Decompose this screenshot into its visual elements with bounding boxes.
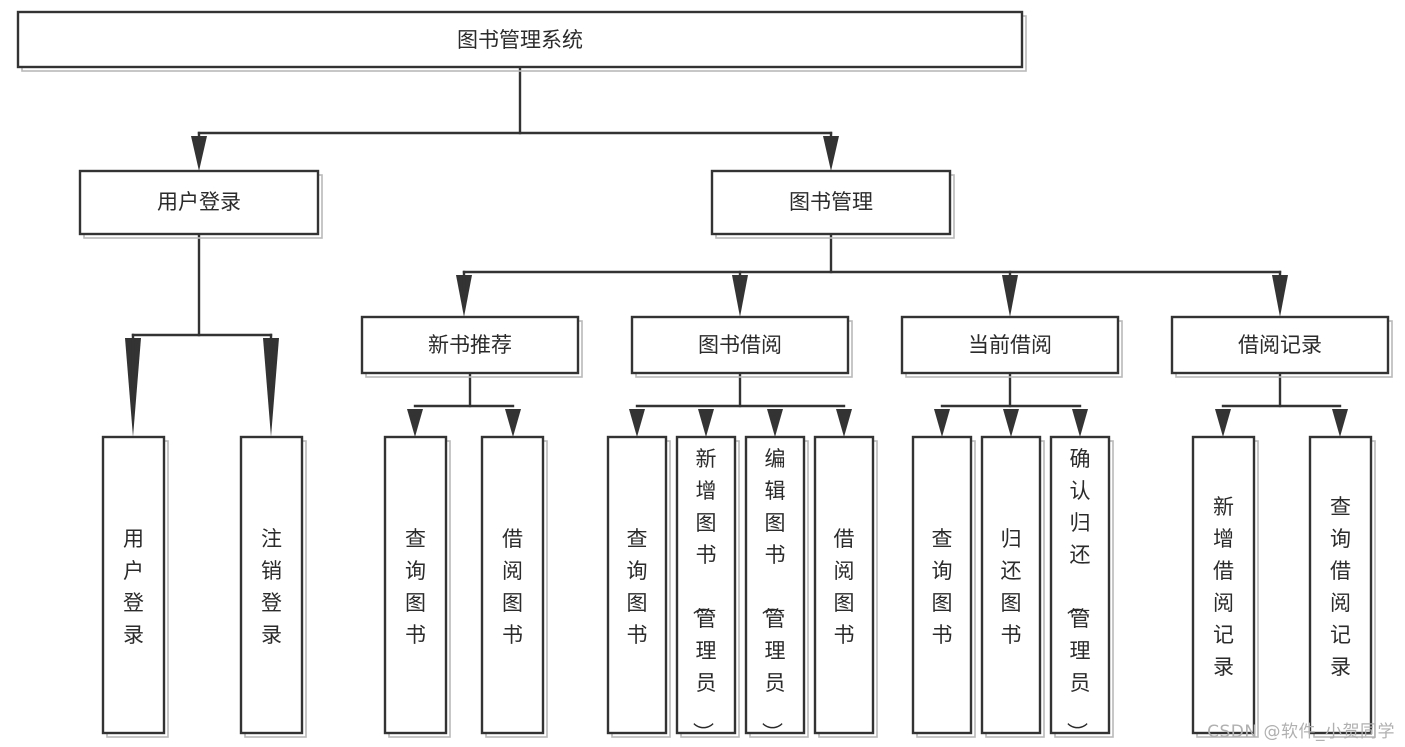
node-leaf-add-book-box: [675, 435, 737, 735]
node-borrow-record-label: 借阅记录: [1238, 333, 1322, 357]
arrow-head-new-book-rec: [456, 275, 472, 317]
node-leaf-query-record[interactable]: 查询借阅记录: [1308, 435, 1376, 738]
arrow-head-leaf-confirm-return: [1072, 409, 1088, 437]
node-leaf-return-book-box: [980, 435, 1042, 735]
node-leaf-query-book-1-box: [383, 435, 448, 735]
node-leaf-user-login-label: 用户登录: [123, 527, 144, 647]
node-user-login-label: 用户登录: [157, 190, 241, 214]
node-book-manage[interactable]: 图书管理: [710, 169, 955, 239]
node-leaf-return-book[interactable]: 归还图书: [980, 435, 1045, 738]
node-leaf-borrow-book-2-label: 借阅图书: [834, 527, 855, 647]
node-leaf-add-book[interactable]: 新增图书（管理员）: [675, 435, 740, 743]
node-leaf-borrow-book-1[interactable]: 借阅图书: [480, 435, 548, 738]
node-leaf-query-book-2-box: [606, 435, 668, 735]
arrow-head-leaf-query-record: [1332, 409, 1348, 437]
node-leaf-query-book-2[interactable]: 查询图书: [606, 435, 671, 738]
node-leaf-query-book-3-box: [911, 435, 973, 735]
node-leaf-borrow-book-2[interactable]: 借阅图书: [813, 435, 878, 738]
node-leaf-add-record-box: [1191, 435, 1256, 735]
node-leaf-return-book-label: 归还图书: [1001, 527, 1022, 647]
node-leaf-confirm-return-box: [1049, 435, 1111, 735]
arrow-head-leaf-query-book-3: [934, 409, 950, 437]
arrow-head-leaf-add-record: [1215, 409, 1231, 437]
node-leaf-user-logout[interactable]: 注销登录: [239, 435, 307, 738]
node-leaf-confirm-return[interactable]: 确认归还（管理员）: [1049, 435, 1114, 743]
node-leaf-edit-book[interactable]: 编辑图书（管理员）: [744, 435, 809, 743]
node-current-borrow-box: [900, 315, 1120, 375]
node-new-book-rec-box: [360, 315, 580, 375]
arrow-head-leaf-borrow-book-1: [505, 409, 521, 437]
node-leaf-confirm-return-label: 确认归还（管理员）: [1065, 447, 1091, 743]
node-leaf-borrow-book-2-box: [813, 435, 875, 735]
connector-layer: [125, 65, 1348, 437]
node-leaf-user-logout-label: 注销登录: [261, 527, 282, 647]
node-leaf-user-login[interactable]: 用户登录: [101, 435, 169, 738]
arrow-head-current-borrow: [1002, 275, 1018, 317]
node-borrow-record-box: [1170, 315, 1390, 375]
node-leaf-edit-book-label: 编辑图书（管理员）: [760, 447, 786, 743]
node-root-label: 图书管理系统: [457, 28, 583, 52]
node-book-manage-box: [710, 169, 952, 236]
arrow-head-leaf-borrow-book-2: [836, 409, 852, 437]
arrow-head-leaf-edit-book: [767, 409, 783, 437]
node-current-borrow[interactable]: 当前借阅: [900, 315, 1123, 378]
node-borrow-record[interactable]: 借阅记录: [1170, 315, 1393, 378]
node-new-book-rec[interactable]: 新书推荐: [360, 315, 583, 378]
node-book-borrow-box: [630, 315, 850, 375]
node-leaf-add-record[interactable]: 新增借阅记录: [1191, 435, 1259, 738]
node-leaf-edit-book-box: [744, 435, 806, 735]
node-leaf-query-record-box: [1308, 435, 1373, 735]
node-leaf-add-record-label: 新增借阅记录: [1213, 495, 1234, 679]
node-root-box: [16, 10, 1024, 69]
node-user-login-box: [78, 169, 320, 236]
arrow-head-book-borrow: [732, 275, 748, 317]
node-book-manage-label: 图书管理: [789, 190, 873, 214]
node-new-book-rec-label: 新书推荐: [428, 333, 512, 357]
arrow-head-borrow-record: [1272, 275, 1288, 317]
node-leaf-add-book-label: 新增图书（管理员）: [691, 447, 717, 743]
node-book-borrow-label: 图书借阅: [698, 333, 782, 357]
node-leaf-query-book-1-label: 查询图书: [405, 527, 426, 647]
node-leaf-user-logout-box: [239, 435, 304, 735]
arrow-head-leaf-query-book-2: [629, 409, 645, 437]
arrow-head-book-manage: [823, 136, 839, 171]
arrow-head-leaf-add-book: [698, 409, 714, 437]
arrow-head-user-login: [191, 136, 207, 171]
arrow-head-leaf-return-book: [1003, 409, 1019, 437]
node-leaf-borrow-book-1-label: 借阅图书: [502, 527, 523, 647]
node-leaf-borrow-book-1-box: [480, 435, 545, 735]
node-root[interactable]: 图书管理系统: [16, 10, 1027, 72]
node-leaf-query-record-label: 查询借阅记录: [1330, 495, 1351, 679]
node-leaf-user-login-box: [101, 435, 166, 735]
node-current-borrow-label: 当前借阅: [968, 333, 1052, 357]
node-user-login[interactable]: 用户登录: [78, 169, 323, 239]
arrow-head-leaf-query-book-1: [407, 409, 423, 437]
node-leaf-query-book-3-label: 查询图书: [932, 527, 953, 647]
node-leaf-query-book-2-label: 查询图书: [627, 527, 648, 647]
csdn-watermark: CSDN @软件_小贺同学: [1207, 722, 1395, 742]
node-leaf-query-book-1[interactable]: 查询图书: [383, 435, 451, 738]
node-book-borrow[interactable]: 图书借阅: [630, 315, 853, 378]
node-leaf-query-book-3[interactable]: 查询图书: [911, 435, 976, 738]
leaf-node-layer: 用户登录 注销登录 查询图书 借阅图书 查询图书 新增图书（管理员） 编辑图书（管理员） 借阅…: [101, 435, 1376, 743]
